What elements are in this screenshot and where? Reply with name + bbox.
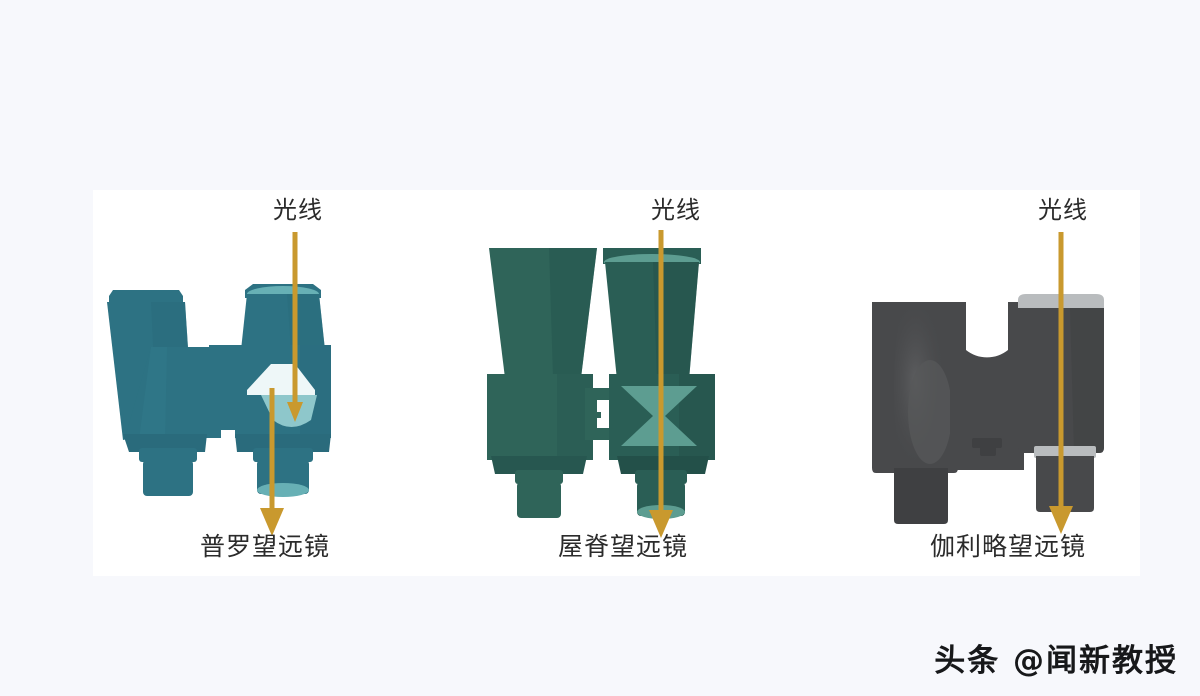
watermark: 头条 @闻新教授 bbox=[934, 643, 1178, 679]
galilean-ray bbox=[1049, 232, 1073, 534]
roof-binocular-illustration bbox=[487, 230, 715, 538]
galilean-bridge bbox=[950, 302, 1024, 470]
figure-roof: 光线 bbox=[453, 190, 793, 576]
porro-ray-outgoing bbox=[260, 388, 284, 536]
roof-ray bbox=[649, 230, 673, 538]
caption-galilean: 伽利略望远镜 bbox=[929, 532, 1086, 561]
caption-porro: 普罗望远镜 bbox=[199, 532, 330, 561]
ray-label-roof: 光线 bbox=[651, 196, 701, 224]
ray-label-galilean: 光线 bbox=[1038, 196, 1088, 224]
porro-binocular-illustration bbox=[107, 232, 331, 536]
roof-left-barrel bbox=[487, 248, 597, 518]
caption-roof: 屋脊望远镜 bbox=[557, 532, 688, 561]
figure-galilean: 光线 bbox=[838, 190, 1178, 576]
porro-prism-upper bbox=[247, 364, 315, 395]
porro-left-barrel bbox=[107, 290, 221, 496]
porro-prism-lower bbox=[261, 395, 317, 427]
figure-porro: 光线 bbox=[95, 190, 435, 576]
ray-label-porro: 光线 bbox=[273, 196, 323, 224]
porro-right-barrel bbox=[235, 284, 331, 497]
galilean-binocular-illustration bbox=[872, 232, 1104, 534]
white-panel: 光线 bbox=[93, 190, 1140, 576]
galilean-left-body bbox=[872, 302, 958, 524]
porro-ray-incoming bbox=[287, 232, 303, 422]
